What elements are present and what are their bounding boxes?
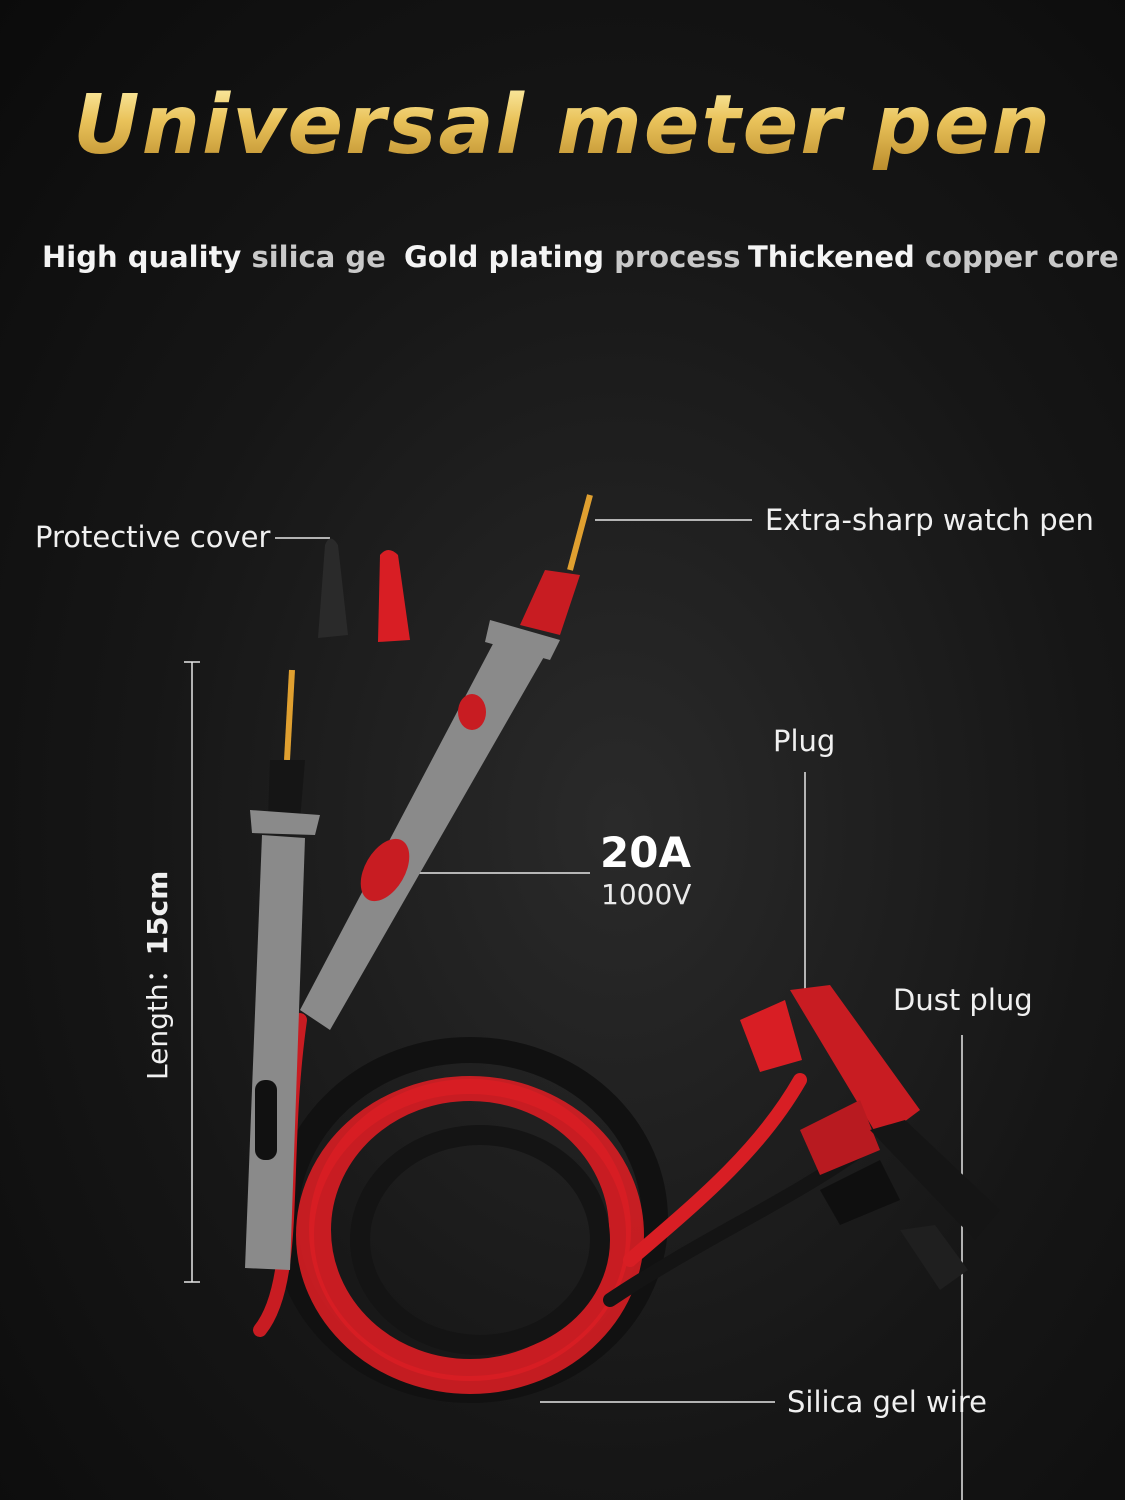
silica-wire-label: Silica gel wire	[787, 1385, 987, 1419]
extra-sharp-label: Extra-sharp watch pen	[765, 503, 1094, 537]
red-probe-cap	[520, 570, 580, 635]
dust-plug-label: Dust plug	[893, 983, 1033, 1017]
red-angle-plug	[790, 985, 920, 1140]
red-probe-dot	[458, 694, 486, 730]
cable-coil	[253, 1013, 867, 1403]
feature-gold-plating: Gold plating process	[404, 240, 741, 274]
protective-covers	[318, 538, 410, 642]
black-cover	[318, 538, 348, 638]
callout-lines	[184, 519, 963, 1500]
red-dust-cap	[740, 1000, 802, 1072]
feature-list: High quality silica ge Gold plating proc…	[0, 240, 1125, 290]
plug-label: Plug	[773, 724, 836, 758]
black-probe-guard	[250, 810, 320, 835]
black-probe-tip	[284, 669, 295, 761]
feature-copper-core: Thickened copper core	[748, 240, 1119, 274]
protective-cover-label: Protective cover	[35, 520, 271, 554]
red-cover	[378, 550, 410, 642]
current-rating: 20A	[600, 828, 691, 877]
red-plug-cable	[623, 1073, 807, 1267]
voltage-rating: 1000V	[601, 878, 692, 911]
black-probe-cap	[268, 760, 305, 820]
length-label: Length：15cm	[141, 870, 174, 1080]
page-title: Universal meter pen	[0, 78, 1125, 173]
red-probe	[300, 494, 593, 1030]
red-probe-grip	[360, 838, 410, 902]
red-probe-handle	[300, 640, 545, 1030]
black-cable-loop-inner	[350, 1125, 610, 1355]
black-probe-grip	[255, 1080, 277, 1160]
feature-silica: High quality silica ge	[42, 240, 386, 274]
black-angle-plug	[870, 1120, 1000, 1240]
red-cable-loop-mid	[296, 1076, 644, 1394]
red-probe-guard	[485, 620, 560, 660]
plugs	[740, 985, 1000, 1290]
black-dust-cap	[900, 1225, 968, 1290]
black-probe-handle	[245, 835, 305, 1270]
black-plug-strain-relief	[820, 1160, 900, 1225]
red-probe-tip	[567, 494, 593, 571]
red-plug-strain-relief	[800, 1100, 880, 1175]
black-probe	[245, 669, 320, 1270]
